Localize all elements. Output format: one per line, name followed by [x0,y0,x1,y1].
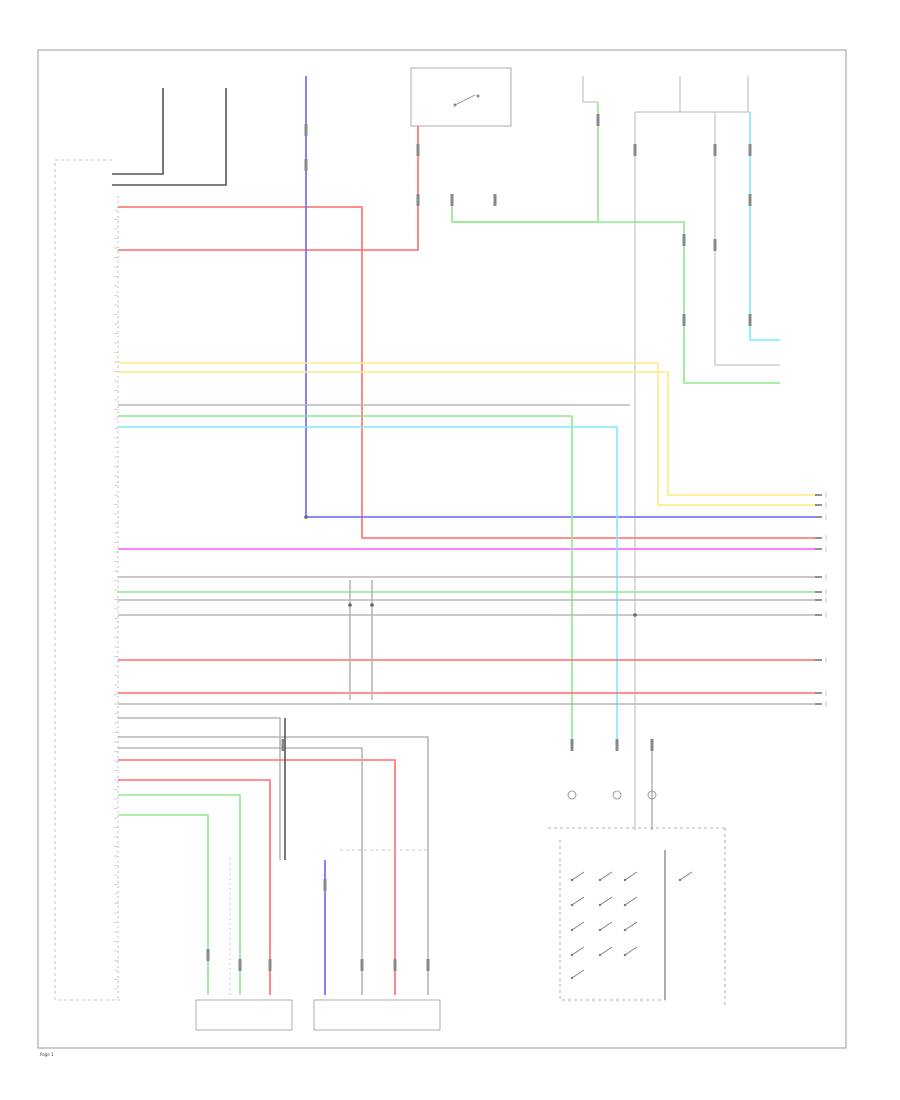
connector-tick-icon [615,739,619,751]
ground-icon [612,790,622,800]
switch-contact-icon [599,946,613,956]
wire-green [118,415,573,745]
switch-contact-icon [571,921,585,931]
wire-red [118,779,271,995]
switch-contact-icon [571,896,585,906]
switch-contact-icon [599,896,613,906]
junction-dot-icon [633,613,637,617]
connector-tick-icon [713,239,717,251]
connector-tick-icon [304,124,308,136]
switch-pivot [570,976,574,980]
switch-contact-icon [571,946,585,956]
switch-contacts [570,871,693,980]
switch-pivot [570,903,574,907]
left-module [54,159,120,1001]
connector-tick-icon [493,194,497,206]
connector-tick-icon [748,144,752,156]
diagram-frame [37,49,847,1049]
connector-tick-icon [238,959,242,971]
wire-cyan [118,426,618,745]
connector-tick-icon [748,194,752,206]
wire-yellow [118,371,815,496]
wire-gray [118,747,363,995]
connector-tick-icon [682,234,686,246]
connector-grounds [304,515,657,800]
junction-dot-icon [348,603,352,607]
switch-contact-icon [571,871,585,881]
connector-tick-icon [596,114,600,126]
connector-tick-icon [416,144,420,156]
fuse-wiring-top [582,76,780,830]
connector-tick-icon [281,739,285,751]
junction-dot-icon [370,603,374,607]
switch-pivot [598,953,602,957]
wire-red [118,759,396,995]
wire-green [452,221,780,384]
sensor-box-bottom-left [195,858,293,1031]
switch-contact-icon [624,896,638,906]
connector-tick-icon [633,144,637,156]
connector-tick-icon [268,959,272,971]
switch-contact-icon [599,921,613,931]
connector-tick-icon [713,144,717,156]
connector-tick-icon [416,194,420,206]
switch-pivot [598,928,602,932]
connector-tick-icon [426,959,430,971]
switch-contact-icon [571,969,585,979]
wire-green [118,814,209,995]
switch-assembly-right [548,827,726,1005]
switch-contact-icon [599,871,613,881]
switch-pivot [623,928,627,932]
wire-blue [305,76,815,518]
ground-icon [647,790,657,800]
sensor-box-bottom-middle [313,849,441,1031]
connector-ticks [206,114,752,971]
switch-contact-icon [624,921,638,931]
connector-tick-icon [748,314,752,326]
connector-tick-icon [360,959,364,971]
ground-icon [567,790,577,800]
connector-tick-icon [682,314,686,326]
connector-tick-icon [393,959,397,971]
page-number: Page 1 [40,1052,54,1057]
module-pin-ticks [114,209,118,990]
wire-green [451,102,599,223]
switch-contact-icon [679,871,693,881]
switch-contact-icon [624,946,638,956]
switch-contact-icon [624,871,638,881]
switch-pivot [623,953,627,957]
switch-box-top [410,67,512,127]
junction-dot-icon [304,515,308,519]
wire-red [118,126,419,251]
connector-tick-icon [650,739,654,751]
switch-pivot [570,878,574,882]
switch-pivot [623,903,627,907]
wire-gray [118,717,281,860]
wire-paths [118,76,815,995]
right-connector-stubs [815,492,827,707]
wire-green [118,794,241,995]
connector-tick-icon [570,739,574,751]
top-black-wires [112,88,227,186]
switch-pivot [570,953,574,957]
switch-pivot [678,878,682,882]
switch-pivot [623,878,627,882]
connector-tick-icon [450,194,454,206]
switch-pivot [570,928,574,932]
switch-pivot [598,878,602,882]
wire-yellow [118,362,815,506]
switch-pivot [598,903,602,907]
wire-cyan [749,112,780,341]
wire-gray [118,736,429,995]
connector-tick-icon [323,879,327,891]
connector-tick-icon [206,949,210,961]
connector-tick-icon [304,159,308,171]
